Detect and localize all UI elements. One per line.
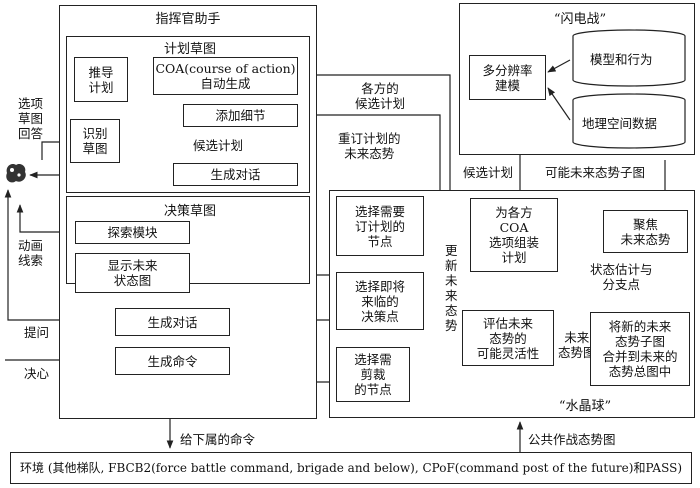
decision-dialog-box: 生成对话 [115, 308, 230, 336]
model-behavior-label: 模型和行为 [590, 52, 653, 67]
future-graph-label: 未来 态势图 [558, 330, 596, 360]
replan-future-label: 重订计划的 未来态势 [338, 131, 401, 161]
environment-box: 环境 (其他梯队, FBCB2(force battle command, br… [10, 452, 692, 484]
identify-sketch-box: 识别 草图 [70, 119, 120, 163]
geo-data-label: 地理空间数据 [582, 116, 658, 131]
explore-module-box: 探索模块 [75, 221, 190, 244]
select-decision-points-box: 选择即将 来临的 决策点 [336, 272, 424, 330]
common-picture-label: 公共作战态势图 [528, 432, 616, 447]
show-future-box: 显示未来 状态图 [75, 253, 190, 293]
commands-label: 给下属的命令 [180, 432, 256, 447]
question-label: 提问 [24, 325, 50, 340]
multires-model-box: 多分辨率 建模 [469, 55, 546, 100]
arrow-explore-to-left [16, 204, 75, 233]
focus-future-box: 聚焦 未来态势 [603, 210, 688, 253]
coa-autogen-box: COA(course of action) 自动生成 [153, 57, 298, 95]
candidate-plan-label: 候选计划 [193, 138, 244, 153]
animation-label: 动画 线索 [18, 238, 44, 268]
state-estimate-label: 状态估计与 分支点 [590, 262, 653, 292]
assemble-coa-box: 为各方 COA 选项组装 计划 [470, 198, 558, 272]
blitz-title: “闪电战” [553, 12, 607, 27]
possible-subgraph-label: 可能未来态势子图 [545, 165, 646, 180]
candidate-plan-mid-label: 候选计划 [463, 165, 514, 180]
select-prune-nodes-box: 选择需 剪裁 的节点 [336, 347, 410, 402]
model-behavior-db-icon [570, 28, 688, 88]
geo-data-db-icon [570, 92, 688, 150]
merge-future-box: 将新的未来 态势子图 合并到未来的 态势总图中 [590, 312, 690, 386]
assistant-title: 指挥官助手 [155, 12, 221, 27]
generate-command-box: 生成命令 [115, 347, 230, 375]
decision-sketch-title: 决策草图 [163, 204, 216, 219]
infer-plan-box: 推导 计划 [74, 57, 128, 102]
options-label: 选项 草图 回答 [18, 96, 44, 141]
plan-sketch-title: 计划草图 [163, 42, 216, 57]
evaluate-flexibility-box: 评估未来 态势的 可能灵活性 [462, 310, 554, 366]
candidate-plans-all-label: 各方的 候选计划 [355, 81, 406, 111]
add-details-box: 添加细节 [183, 104, 298, 127]
resolve-label: 决心 [24, 366, 50, 381]
blob-icon [3, 160, 29, 186]
crystal-title: “水晶球” [558, 399, 612, 414]
select-replan-nodes-box: 选择需要 订计划的 节点 [336, 196, 424, 256]
update-future-label: 更 新 未 来 态 势 [445, 243, 458, 333]
plan-dialog-box: 生成对话 [173, 163, 298, 186]
